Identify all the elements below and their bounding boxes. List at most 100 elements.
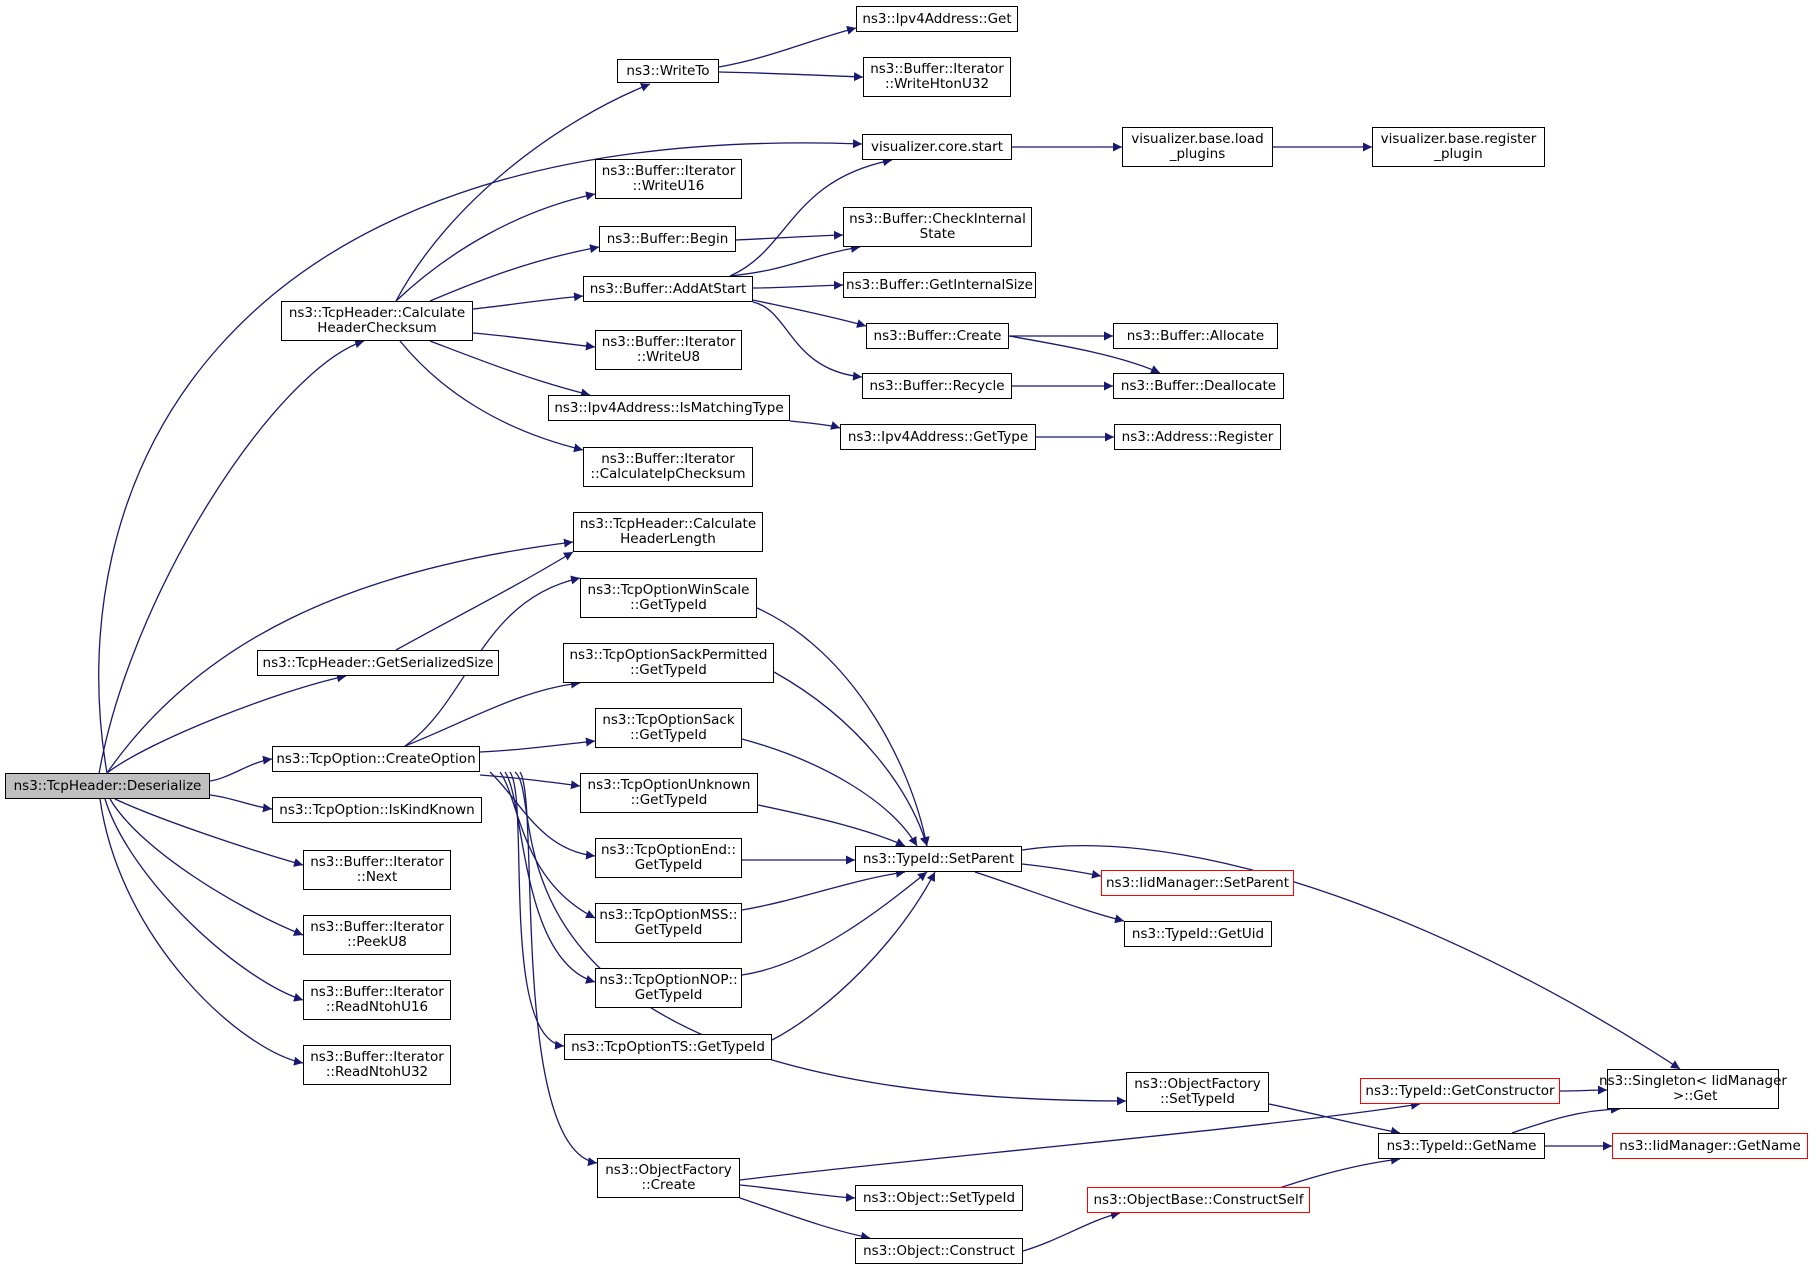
node-object-factory-set-type-id[interactable]: ns3::ObjectFactory ::SetTypeId xyxy=(1126,1072,1269,1112)
node-mss-get-type-id[interactable]: ns3::TcpOptionMSS:: GetTypeId xyxy=(595,903,742,943)
call-edge-15 xyxy=(472,332,596,351)
call-edge-31 xyxy=(735,230,844,241)
node-sack-get-type-id[interactable]: ns3::TcpOptionSack ::GetTypeId xyxy=(595,708,742,748)
node-visualizer-load-plugins[interactable]: visualizer.base.load _plugins xyxy=(1122,127,1273,167)
call-edge-35 xyxy=(752,299,867,328)
node-visualizer-register-plugin[interactable]: visualizer.base.register _plugin xyxy=(1372,127,1545,167)
node-iterator-calculate-ip-checksum[interactable]: ns3::Buffer::Iterator ::CalculateIpCheck… xyxy=(583,447,753,487)
node-buffer-recycle[interactable]: ns3::Buffer::Recycle xyxy=(862,373,1012,399)
call-edge-44 xyxy=(741,871,928,976)
node-tcpoption-is-kind-known[interactable]: ns3::TcpOption::IsKindKnown xyxy=(272,797,482,823)
node-visualizer-core-start[interactable]: visualizer.core.start xyxy=(862,134,1012,160)
call-edge-20 xyxy=(404,679,581,747)
call-edge-43 xyxy=(741,868,906,911)
node-object-factory-create[interactable]: ns3::ObjectFactory ::Create xyxy=(597,1158,740,1198)
call-edge-38 xyxy=(756,607,930,847)
node-typeid-set-parent[interactable]: ns3::TypeId::SetParent xyxy=(855,846,1022,872)
call-edge-30 xyxy=(718,71,864,82)
node-iterator-write-u8[interactable]: ns3::Buffer::Iterator ::WriteU8 xyxy=(595,330,742,370)
node-object-set-type-id[interactable]: ns3::Object::SetTypeId xyxy=(855,1185,1023,1211)
call-edge-7 xyxy=(104,798,304,1002)
call-edge-37 xyxy=(789,420,841,430)
call-edge-12 xyxy=(395,191,596,302)
node-typeid-get-uid[interactable]: ns3::TypeId::GetUid xyxy=(1124,921,1272,947)
node-ipv4-is-matching-type[interactable]: ns3::Ipv4Address::IsMatchingType xyxy=(548,395,790,421)
node-ipv4-get[interactable]: ns3::Ipv4Address::Get xyxy=(856,6,1018,32)
call-edge-55 xyxy=(739,1100,1421,1181)
call-edge-21 xyxy=(479,737,596,753)
node-unknown-get-type-id[interactable]: ns3::TcpOptionUnknown ::GetTypeId xyxy=(580,773,758,813)
node-winscale-get-type-id[interactable]: ns3::TcpOptionWinScale ::GetTypeId xyxy=(580,578,757,618)
node-tcpheader-calculate-header-length[interactable]: ns3::TcpHeader::Calculate HeaderLength xyxy=(573,512,763,552)
node-iterator-read-ntoh-u32[interactable]: ns3::Buffer::Iterator ::ReadNtohU32 xyxy=(303,1045,451,1085)
call-edge-10 xyxy=(106,538,574,774)
node-iterator-peek-u8[interactable]: ns3::Buffer::Iterator ::PeekU8 xyxy=(303,915,451,955)
call-edge-61 xyxy=(1559,1085,1608,1095)
call-edge-33 xyxy=(729,243,861,277)
node-iterator-write-u16[interactable]: ns3::Buffer::Iterator ::WriteU16 xyxy=(595,159,742,199)
call-edge-1 xyxy=(96,339,365,787)
node-iterator-next[interactable]: ns3::Buffer::Iterator ::Next xyxy=(303,850,451,890)
node-buffer-begin[interactable]: ns3::Buffer::Begin xyxy=(599,226,736,252)
call-edge-2 xyxy=(106,673,347,774)
call-edge-28 xyxy=(519,771,598,1167)
node-buffer-allocate[interactable]: ns3::Buffer::Allocate xyxy=(1113,323,1278,349)
call-edge-24 xyxy=(499,771,596,919)
node-address-register[interactable]: ns3::Address::Register xyxy=(1114,424,1281,450)
node-nop-get-type-id[interactable]: ns3::TcpOptionNOP:: GetTypeId xyxy=(595,968,742,1008)
call-edge-54 xyxy=(1021,845,1681,1070)
node-singleton-iidmanager-get[interactable]: ns3::Singleton< IidManager >::Get xyxy=(1599,1069,1787,1109)
node-iidmanager-get-name[interactable]: ns3::IidManager::GetName xyxy=(1612,1133,1808,1159)
node-objectbase-construct-self[interactable]: ns3::ObjectBase::ConstructSelf xyxy=(1087,1187,1310,1213)
node-buffer-add-at-start[interactable]: ns3::Buffer::AddAtStart xyxy=(583,276,753,302)
node-tcpheader-get-serialized-size[interactable]: ns3::TcpHeader::GetSerializedSize xyxy=(257,650,499,676)
call-edge-22 xyxy=(479,774,581,790)
call-edge-32 xyxy=(729,157,893,277)
node-buffer-get-internal-size[interactable]: ns3::Buffer::GetInternalSize xyxy=(843,272,1036,298)
node-tcpheader-deserialize: ns3::TcpHeader::Deserialize xyxy=(5,773,210,799)
call-edge-57 xyxy=(739,1197,871,1241)
call-edge-3 xyxy=(209,755,273,782)
call-edge-53 xyxy=(974,871,1125,924)
call-edge-52 xyxy=(1021,863,1102,879)
call-edge-27 xyxy=(514,771,1127,1106)
node-buffer-create[interactable]: ns3::Buffer::Create xyxy=(866,323,1009,349)
node-sack-permitted-get-type-id[interactable]: ns3::TcpOptionSackPermitted ::GetTypeId xyxy=(563,643,774,683)
node-object-construct[interactable]: ns3::Object::Construct xyxy=(855,1238,1023,1264)
call-edge-11 xyxy=(395,83,651,302)
call-edge-23 xyxy=(489,771,596,860)
call-edge-49 xyxy=(1008,335,1161,374)
call-edge-4 xyxy=(209,794,273,813)
call-edge-16 xyxy=(429,340,591,398)
call-edge-5 xyxy=(114,798,304,867)
node-write-to[interactable]: ns3::WriteTo xyxy=(617,59,719,83)
node-iterator-write-hton-u32[interactable]: ns3::Buffer::Iterator ::WriteHtonU32 xyxy=(863,57,1011,97)
call-edge-6 xyxy=(109,798,304,936)
call-edge-45 xyxy=(771,871,936,1041)
node-typeid-get-constructor[interactable]: ns3::TypeId::GetConstructor xyxy=(1360,1078,1560,1104)
node-buffer-check-internal-state[interactable]: ns3::Buffer::CheckInternal State xyxy=(843,207,1032,247)
node-ts-get-type-id[interactable]: ns3::TcpOptionTS::GetTypeId xyxy=(564,1034,772,1060)
node-ipv4-get-type[interactable]: ns3::Ipv4Address::GetType xyxy=(840,424,1036,450)
call-edge-62 xyxy=(1511,1104,1621,1134)
call-edge-59 xyxy=(1268,1103,1401,1136)
call-edge-17 xyxy=(399,340,584,453)
call-edge-14 xyxy=(472,292,584,310)
call-edge-36 xyxy=(752,301,863,381)
node-iidmanager-set-parent[interactable]: ns3::IidManager::SetParent xyxy=(1101,870,1294,896)
call-edge-26 xyxy=(509,771,565,1050)
call-edge-34 xyxy=(752,280,844,290)
node-tcpheader-calculate-header-checksum[interactable]: ns3::TcpHeader::Calculate HeaderChecksum xyxy=(281,301,473,341)
node-typeid-get-name[interactable]: ns3::TypeId::GetName xyxy=(1378,1133,1545,1159)
node-buffer-deallocate[interactable]: ns3::Buffer::Deallocate xyxy=(1113,373,1284,399)
call-edge-41 xyxy=(757,804,906,847)
call-edge-56 xyxy=(739,1184,856,1202)
node-end-get-type-id[interactable]: ns3::TcpOptionEnd:: GetTypeId xyxy=(595,838,742,878)
call-edge-39 xyxy=(773,671,929,847)
node-iterator-read-ntoh-u16[interactable]: ns3::Buffer::Iterator ::ReadNtohU16 xyxy=(303,980,451,1020)
call-edge-40 xyxy=(741,738,918,847)
node-tcpoption-create-option[interactable]: ns3::TcpOption::CreateOption xyxy=(272,746,480,772)
call-edge-13 xyxy=(429,244,600,302)
